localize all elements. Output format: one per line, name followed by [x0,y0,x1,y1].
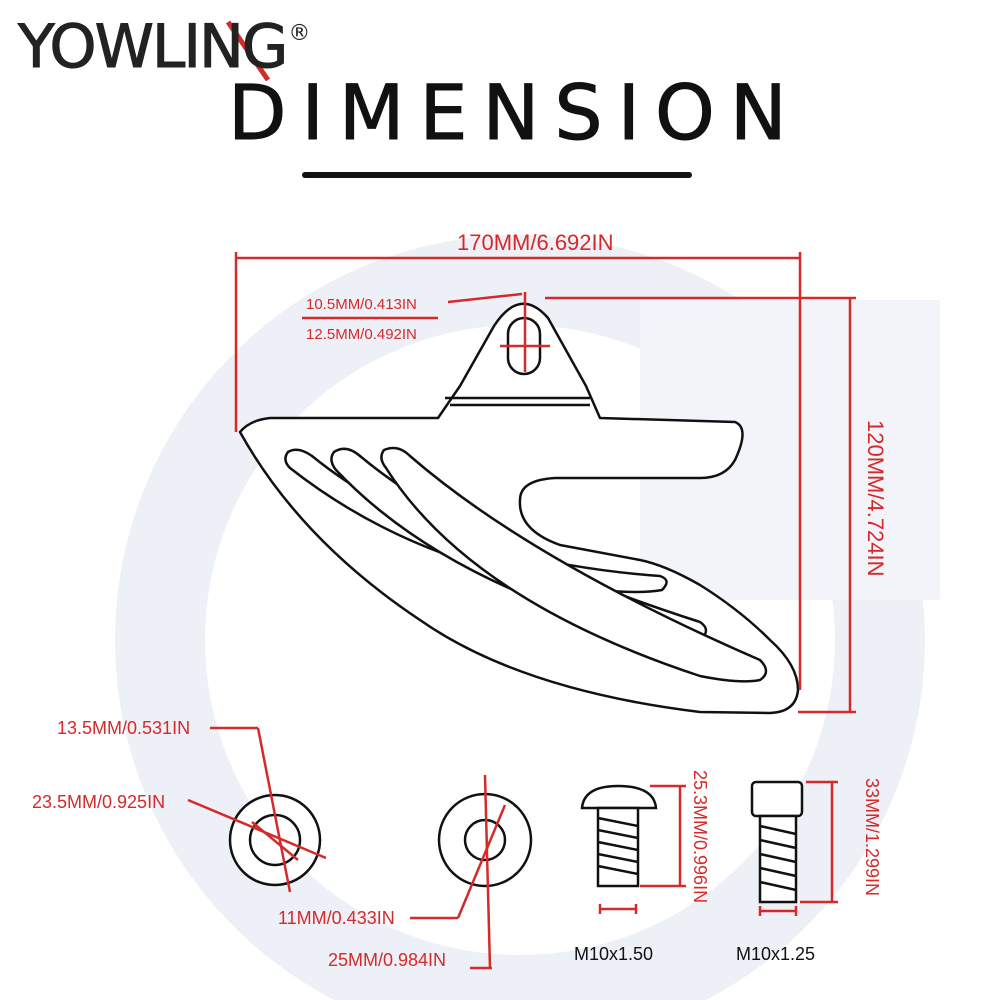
width-label: 170MM/6.692IN [457,230,614,255]
brand-name: YOWLING [17,12,288,83]
washer2-outer-label: 25MM/0.984IN [328,950,447,970]
washer2-inner-label: 11MM/0.433IN [278,908,395,928]
watermark [115,235,940,1000]
bolt-2 [750,780,804,904]
guard-slot-3 [380,446,768,683]
chain-guard [238,302,800,715]
page-title: DIMENSION [228,68,802,158]
bolt2-thread-label: M10x1.25 [736,944,816,964]
brand-slash [225,20,271,82]
height-label: 120MM/4.724IN [863,420,888,577]
washer-dimension-lines [187,726,507,970]
bolt1-thread-label: M10x1.50 [574,944,654,964]
slot-width-label: 10.5MM/0.413IN [306,296,417,313]
bolt1-length-label: 25.3MM/0.996IN [690,770,710,904]
washer1-outer-label: 23.5MM/0.925IN [32,792,166,812]
washer-2 [437,792,533,888]
bolt-1 [580,784,658,888]
title-underline [302,172,692,178]
registered-mark: ® [288,21,310,46]
dimension-lines [234,252,856,714]
bolt2-length-label: 33MM/1.299IN [862,778,882,897]
slot-length-label: 12.5MM/0.492IN [306,326,417,343]
brand-logo: YOWLING® [17,12,310,83]
bolt-dimension-lines [598,780,838,916]
washer1-inner-label: 13.5MM/0.531IN [57,718,191,738]
